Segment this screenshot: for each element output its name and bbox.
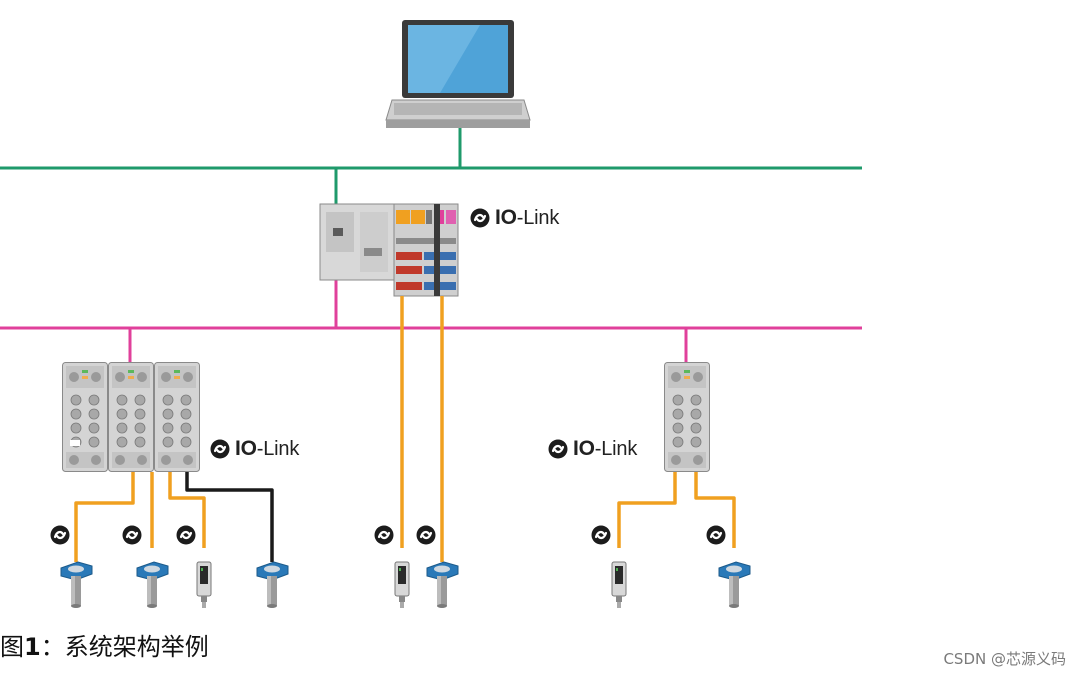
plc-controller-icon <box>319 203 459 297</box>
iolink-label-link: -Link <box>516 206 560 229</box>
sensor-icon <box>196 561 212 609</box>
iolink-logo-icon <box>176 525 196 545</box>
iolink-logo-icon <box>210 439 230 459</box>
sensors <box>60 561 751 609</box>
iolink-logo-icon <box>470 208 490 228</box>
iolink-label-link: -Link <box>256 437 300 460</box>
sensor-icon <box>394 561 410 609</box>
sensor-icon <box>611 561 627 609</box>
caption-number: 1 <box>24 633 41 661</box>
iolink-label-controller: IO-Link <box>470 206 559 230</box>
figure-caption: 图1：系统架构举例 <box>0 627 209 662</box>
iolink-logo-icon <box>122 525 142 545</box>
iolink-label-io: IO <box>573 437 595 460</box>
caption-text: ：系统架构举例 <box>40 633 209 661</box>
iolink-label-io: IO <box>235 437 257 460</box>
sensor-icon <box>718 561 751 609</box>
io-master-module-left-1 <box>62 362 108 472</box>
laptop-icon <box>385 20 531 128</box>
iolink-cables <box>74 296 736 562</box>
fieldbus <box>0 278 862 365</box>
system-architecture-diagram <box>0 20 862 609</box>
sensor-icon <box>60 561 93 609</box>
iolink-logo-icon <box>416 525 436 545</box>
iolink-label-io: IO <box>495 206 517 229</box>
iolink-logo-icon <box>374 525 394 545</box>
iolink-logo-icon <box>706 525 726 545</box>
watermark: CSDN @芯源义码 <box>943 650 1066 668</box>
iolink-label-left-modules: IO-Link <box>210 437 299 461</box>
iolink-logo-icon <box>591 525 611 545</box>
sensor-icon <box>426 561 459 609</box>
iolink-label-link: -Link <box>594 437 638 460</box>
caption-prefix: 图 <box>0 633 24 661</box>
sensor-icon <box>136 561 169 609</box>
ethernet-bus <box>0 128 862 205</box>
sensor-icon <box>256 561 289 609</box>
io-master-module-right <box>664 362 710 472</box>
standard-cable <box>185 472 274 562</box>
iolink-logo-icon <box>548 439 568 459</box>
iolink-label-right-module: IO-Link <box>548 437 637 461</box>
io-master-module-left-3 <box>154 362 200 472</box>
iolink-logo-icon <box>50 525 70 545</box>
io-master-module-left-2 <box>108 362 154 472</box>
